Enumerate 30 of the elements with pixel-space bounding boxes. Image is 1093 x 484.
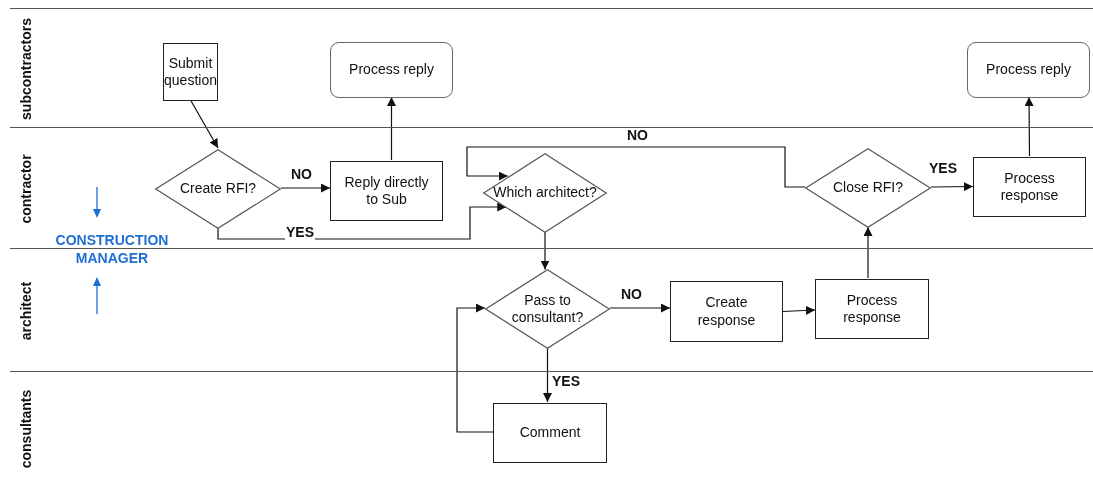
arrow [540,231,550,271]
decision-diamond: Pass to consultant? [485,269,610,349]
decision-diamond: Create RFI? [155,149,281,229]
process-box: Process response [973,157,1086,217]
arrow [1024,96,1034,157]
decision-diamond: Which architect? [483,153,607,233]
terminal-box: Process reply [967,42,1090,98]
arrow [217,202,507,240]
process-box: Create response [670,281,783,342]
lane-label: architect [18,281,34,340]
arrow [543,347,552,403]
arrow [782,305,816,315]
arrow [456,303,494,433]
process-box: Comment [493,403,607,463]
process-box: Process response [815,279,929,339]
process-box: Submit question [163,43,218,101]
arrow [609,303,671,313]
arrow [863,226,873,279]
lane-label: contractor [18,153,34,224]
arrow [189,99,219,149]
edge-label: YES [285,225,315,241]
process-box: Reply directly to Sub [330,161,443,221]
role-label: CONSTRUCTION MANAGER [54,231,170,268]
arrow [466,146,806,188]
arrow [280,183,331,193]
lane-label: consultants [18,389,34,468]
arrow [930,182,974,192]
terminal-box: Process reply [330,42,453,98]
arrow [387,96,396,161]
lane-label: subcontractors [18,17,34,120]
